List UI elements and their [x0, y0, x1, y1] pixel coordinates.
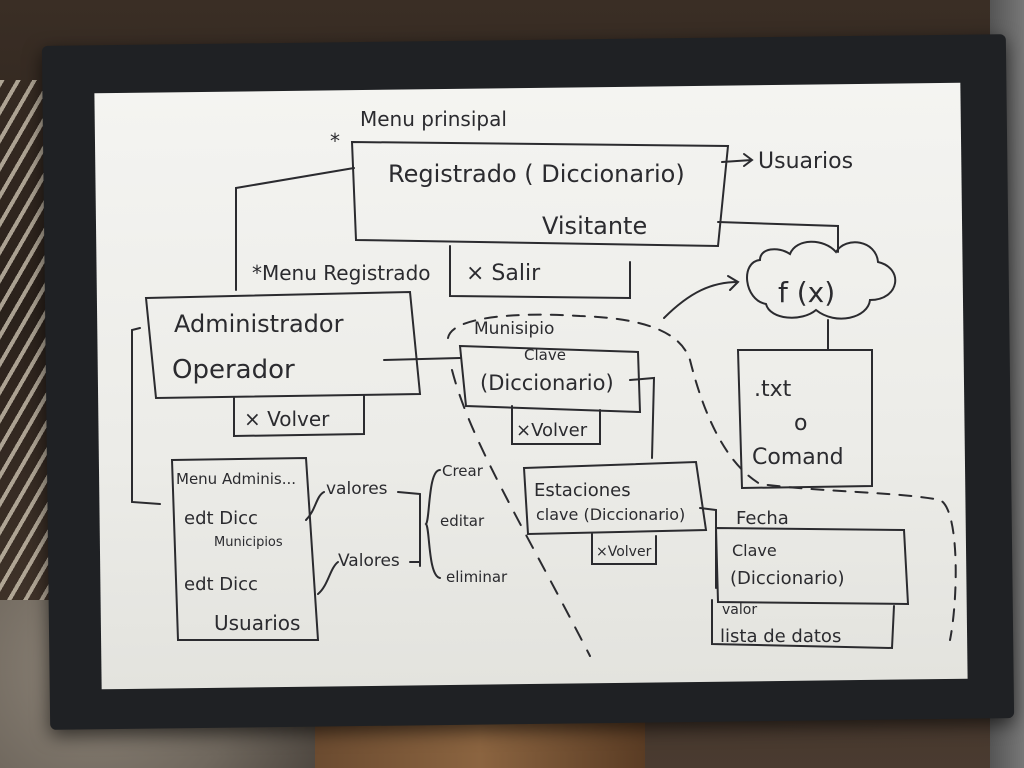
line-admin-menu: [131, 327, 161, 505]
text-lista-datos: lista de datos: [720, 626, 841, 647]
text-volver-2: ×Volver: [516, 420, 588, 441]
text-volver-3: ×Volver: [596, 544, 652, 560]
text-volver-1: × Volver: [244, 407, 330, 431]
text-crear: Crear: [442, 462, 484, 480]
box-salir: [449, 245, 631, 300]
text-clave-3: Clave: [732, 541, 777, 560]
box-volver-2: [511, 405, 601, 445]
cloud-fx: [746, 240, 897, 320]
line-registrado-admin: [235, 167, 355, 291]
text-registrado: Registrado ( Diccionario): [388, 160, 685, 188]
box-fecha: [714, 526, 910, 606]
text-diccionario-1: (Diccionario): [480, 371, 614, 395]
text-usuarios-box: Usuarios: [214, 611, 300, 635]
text-menu-registrado: *Menu Registrado: [252, 261, 431, 285]
text-municipios: Municipios: [214, 535, 283, 550]
line-estaciones-fecha: [699, 507, 717, 589]
text-o: o: [794, 411, 807, 436]
text-editar: editar: [440, 512, 485, 530]
text-valores-2: Valores: [338, 551, 400, 571]
box-txt: [736, 349, 873, 490]
text-comand: Comand: [752, 445, 844, 470]
box-administrador: [144, 290, 422, 400]
text-valor: valor: [722, 602, 757, 618]
text-valores-1: valores: [326, 479, 388, 499]
box-estaciones: [522, 460, 708, 536]
arrow-to-fx: [663, 275, 740, 319]
text-menu-principal: Menu prinsipal: [360, 107, 507, 131]
text-clave-dicc-2: clave (Diccionario): [536, 505, 685, 524]
text-edt-dicc-2: edt Dicc: [184, 574, 258, 595]
text-asterisk-top: *: [330, 129, 340, 153]
text-eliminar: eliminar: [446, 568, 508, 586]
line-visitante-fx: [717, 221, 839, 253]
text-operador: Operador: [172, 355, 295, 385]
text-salir: × Salir: [466, 261, 541, 286]
text-txt: .txt: [754, 377, 792, 402]
line-operador-municipio: [383, 357, 461, 361]
dashed-region: [447, 313, 957, 641]
text-diccionario-3: (Diccionario): [730, 568, 845, 589]
line-valores-1: [305, 491, 421, 521]
box-volver-1: [233, 395, 365, 438]
text-clave-1: Clave: [524, 346, 566, 364]
line-valores-2: [317, 561, 421, 595]
box-volver-3: [591, 533, 657, 565]
text-fecha: Fecha: [736, 508, 789, 529]
text-visitante: Visitante: [542, 212, 647, 240]
text-fx: f (x): [778, 276, 835, 309]
box-municipio: [458, 344, 642, 414]
dashed-line-down: [451, 369, 591, 657]
box-menu-principal: [350, 140, 730, 248]
text-menu-admin: Menu Adminis...: [176, 470, 296, 488]
line-municipio-estaciones: [629, 376, 656, 459]
text-estaciones: Estaciones: [534, 480, 631, 501]
text-municipio: Munisipio: [474, 319, 554, 339]
box-menu-admin: [170, 456, 320, 641]
line-usuarios-arrow: [721, 153, 754, 167]
text-edt-dicc-1: edt Dicc: [184, 508, 258, 529]
text-administrador: Administrador: [174, 310, 344, 338]
text-usuarios-arrow: Usuarios: [758, 149, 853, 174]
brace-crear-eliminar: [424, 469, 441, 579]
box-lista-datos: [711, 599, 895, 650]
